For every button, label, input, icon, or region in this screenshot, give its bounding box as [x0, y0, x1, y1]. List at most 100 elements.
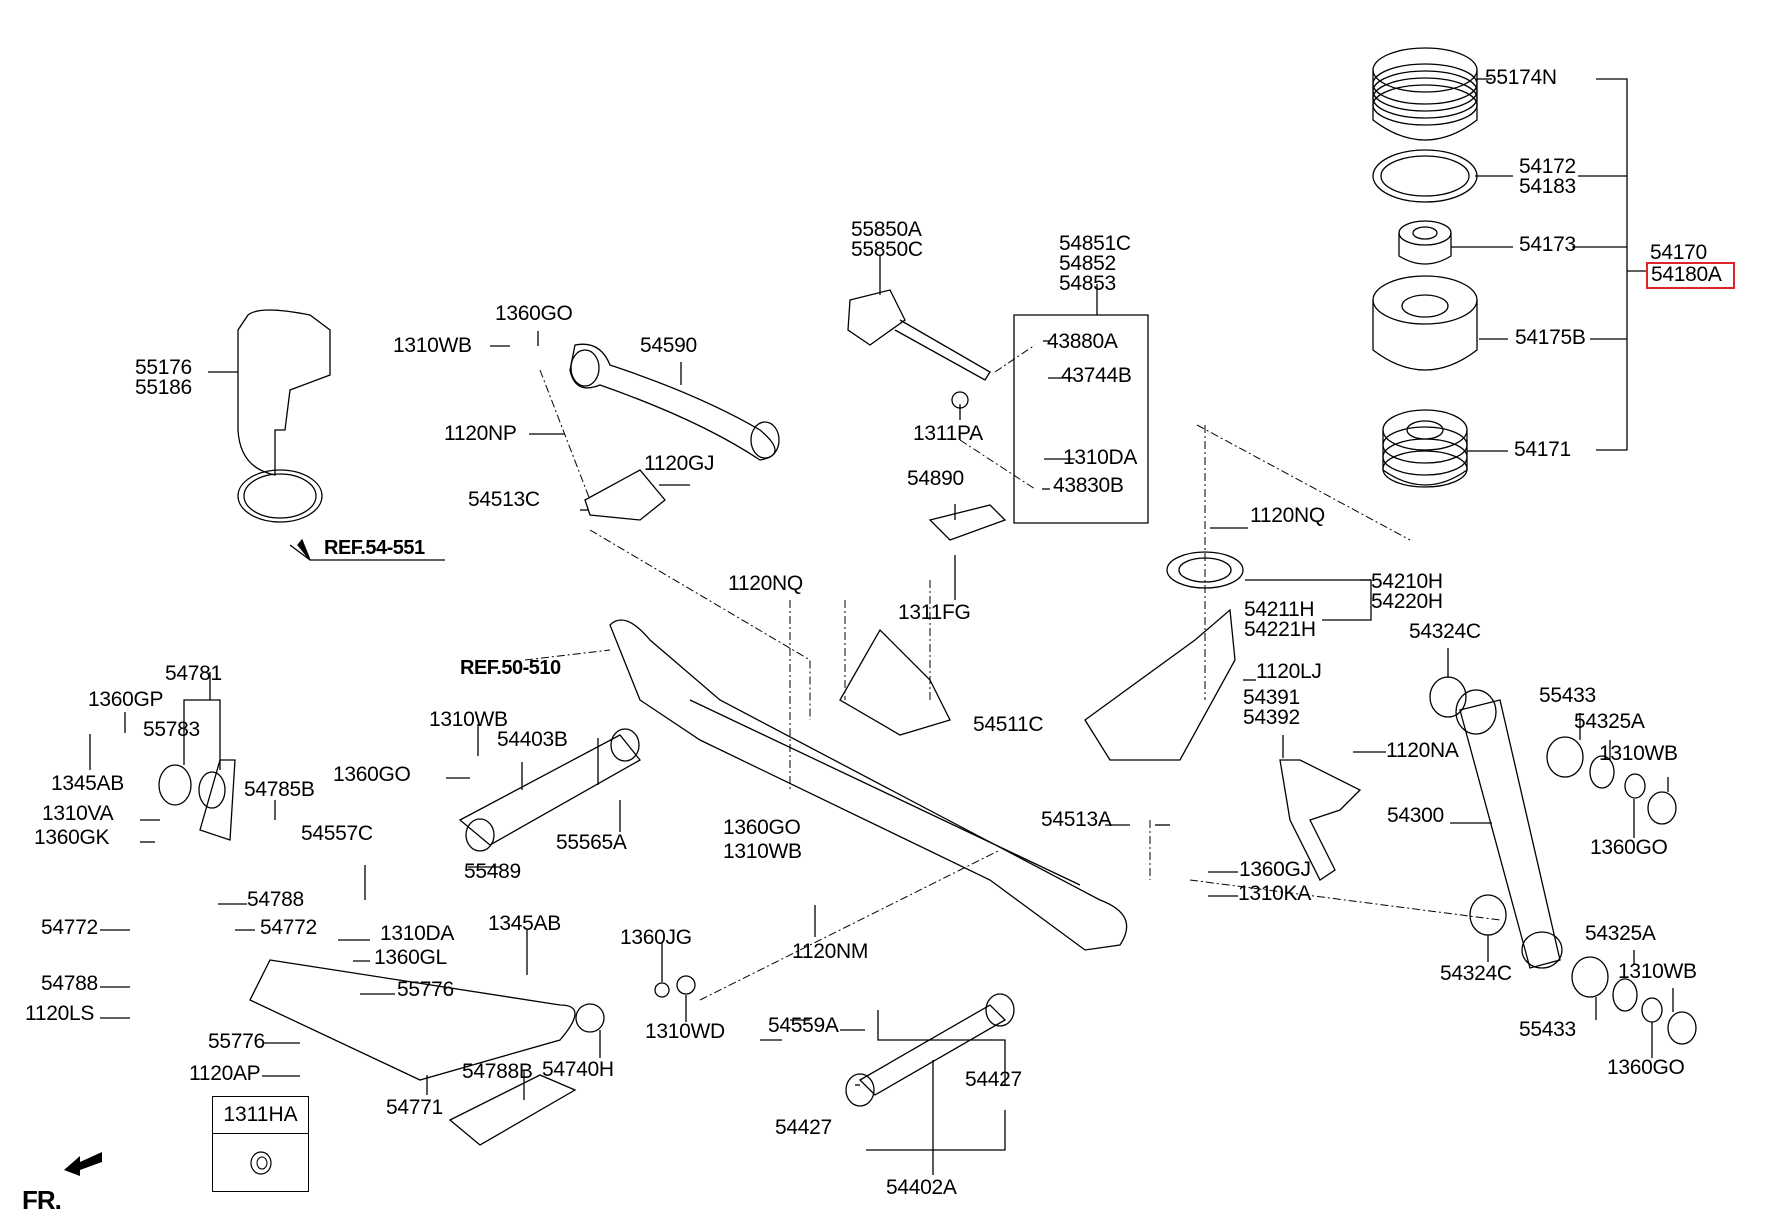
- part-label-54391-54392[interactable]: 54391 54392: [1243, 686, 1300, 729]
- bracket-54513c: [585, 470, 665, 520]
- part-label-55489[interactable]: 55489: [464, 860, 521, 883]
- part-label-55565a[interactable]: 55565A: [556, 831, 627, 854]
- part-label-1360gl[interactable]: 1360GL: [374, 946, 447, 969]
- part-label-54771[interactable]: 54771: [386, 1096, 443, 1119]
- part-label-54180a[interactable]: 54180A: [1651, 263, 1722, 286]
- reference-label-50-510[interactable]: REF.50-510: [460, 657, 561, 679]
- part-label-1310wd[interactable]: 1310WD: [645, 1020, 725, 1043]
- part-label-1310wb-d[interactable]: 1310WB: [429, 708, 508, 731]
- part-label-54402a[interactable]: 54402A: [886, 1176, 957, 1199]
- part-label-54324c-b[interactable]: 54324C: [1440, 962, 1512, 985]
- part-label-1360go-a[interactable]: 1360GO: [495, 302, 573, 325]
- front-direction-label: FR.: [22, 1185, 62, 1215]
- part-label-1360go-b[interactable]: 1360GO: [1590, 836, 1668, 859]
- part-label-1120gj[interactable]: 1120GJ: [644, 452, 715, 475]
- part-label-54513a[interactable]: 54513A: [1041, 808, 1112, 831]
- part-label-1311fg[interactable]: 1311FG: [898, 601, 971, 624]
- part-label-55850a-c[interactable]: 55850A 55850C: [851, 218, 923, 261]
- ref-54-551-leader: [290, 545, 445, 560]
- part-label-1120nq-a[interactable]: 1120NQ: [728, 572, 803, 595]
- part-label-54772-a[interactable]: 54772: [41, 916, 98, 939]
- part-label-55176-55186[interactable]: 55176 55186: [135, 356, 192, 399]
- part-label-54324c-a[interactable]: 54324C: [1409, 620, 1481, 643]
- part-label-54325a-b[interactable]: 54325A: [1585, 922, 1656, 945]
- part-label-1120np[interactable]: 1120NP: [444, 422, 517, 445]
- part-label-54427-a[interactable]: 54427: [965, 1068, 1022, 1091]
- part-label-54557c[interactable]: 54557C: [301, 822, 373, 845]
- bushing: [199, 772, 225, 808]
- part-label-1310wb-a[interactable]: 1310WB: [393, 334, 472, 357]
- part-label-54559a[interactable]: 54559A: [768, 1014, 839, 1037]
- part-label-1310wb-c[interactable]: 1310WB: [1618, 960, 1697, 983]
- dash-line: [960, 440, 1035, 489]
- part-label-1345ab-b[interactable]: 1345AB: [488, 912, 561, 935]
- part-label-1360jg[interactable]: 1360JG: [620, 926, 692, 949]
- part-label-54173[interactable]: 54173: [1519, 233, 1576, 256]
- leader-line: [184, 672, 210, 765]
- part-label-43744b[interactable]: 43744B: [1061, 364, 1132, 387]
- lateral-arm-54403b: [460, 735, 640, 845]
- part-label-55776-b[interactable]: 55776: [208, 1030, 265, 1053]
- part-label-1345ab-a[interactable]: 1345AB: [51, 772, 124, 795]
- part-label-54403b[interactable]: 54403B: [497, 728, 568, 751]
- part-label-1310da-b[interactable]: 1310DA: [380, 922, 455, 945]
- part-label-54781[interactable]: 54781: [165, 662, 222, 685]
- highlighted-part-box: [1646, 262, 1735, 289]
- part-label-1360gj[interactable]: 1360GJ: [1239, 858, 1311, 881]
- part-label-55776-a[interactable]: 55776: [397, 978, 454, 1001]
- part-label-55433-b[interactable]: 55433: [1519, 1018, 1576, 1041]
- part-label-43830b[interactable]: 43830B: [1053, 474, 1124, 497]
- nut-icon: [243, 1145, 279, 1181]
- part-label-1310wb-e[interactable]: 1310WB: [723, 840, 802, 863]
- part-label-54210h-54220h[interactable]: 54210H 54220H: [1371, 570, 1443, 613]
- bump-stop-hole: [1413, 227, 1437, 239]
- part-label-54890[interactable]: 54890: [907, 467, 964, 490]
- part-label-1310da-a[interactable]: 1310DA: [1063, 446, 1138, 469]
- air-bellows-rib: [1383, 451, 1467, 487]
- part-label-54211h-54221h[interactable]: 54211H 54221H: [1244, 598, 1316, 641]
- part-label-54788-b[interactable]: 54788: [41, 972, 98, 995]
- part-label-1120ls[interactable]: 1120LS: [25, 1002, 95, 1025]
- part-label-1310va[interactable]: 1310VA: [42, 802, 114, 825]
- inset-box-1311HA[interactable]: 1311HA: [212, 1096, 309, 1192]
- part-label-54851c-54853[interactable]: 54851C 54852 54853: [1059, 232, 1131, 295]
- part-label-54740h[interactable]: 54740H: [542, 1058, 614, 1081]
- part-label-1120na[interactable]: 1120NA: [1386, 739, 1459, 762]
- part-label-43880a[interactable]: 43880A: [1047, 330, 1118, 353]
- part-label-1311pa[interactable]: 1311PA: [913, 422, 983, 445]
- part-label-54788b[interactable]: 54788B: [462, 1060, 533, 1083]
- part-label-54325a-a[interactable]: 54325A: [1574, 710, 1645, 733]
- part-label-1310wb-b[interactable]: 1310WB: [1599, 742, 1678, 765]
- retainer-plate-inner: [1381, 156, 1469, 196]
- bracket-54211h: [1085, 610, 1235, 760]
- reference-label-54-551[interactable]: REF.54-551: [324, 537, 425, 559]
- part-label-54772-b[interactable]: 54772: [260, 916, 317, 939]
- part-label-1120nq-b[interactable]: 1120NQ: [1250, 504, 1325, 527]
- part-label-54171[interactable]: 54171: [1514, 438, 1571, 461]
- part-label-54170[interactable]: 54170: [1650, 241, 1707, 264]
- part-label-54300[interactable]: 54300: [1387, 804, 1444, 827]
- part-label-55174n[interactable]: 55174N: [1485, 66, 1557, 89]
- part-label-1360gk[interactable]: 1360GK: [34, 826, 110, 849]
- part-label-55783[interactable]: 55783: [143, 718, 200, 741]
- part-label-54785b[interactable]: 54785B: [244, 778, 315, 801]
- part-label-1120lj[interactable]: 1120LJ: [1256, 660, 1322, 683]
- dash-line: [540, 370, 590, 500]
- part-label-54427-b[interactable]: 54427: [775, 1116, 832, 1139]
- part-label-55433-a[interactable]: 55433: [1539, 684, 1596, 707]
- bushing: [751, 422, 779, 458]
- part-label-1360go-e[interactable]: 1360GO: [723, 816, 801, 839]
- part-label-54511c[interactable]: 54511C: [973, 713, 1044, 736]
- part-label-54788-a[interactable]: 54788: [247, 888, 304, 911]
- part-label-1360go-d[interactable]: 1360GO: [333, 763, 411, 786]
- part-label-1120nm[interactable]: 1120NM: [792, 940, 869, 963]
- part-label-54175b[interactable]: 54175B: [1515, 326, 1586, 349]
- part-label-54513c[interactable]: 54513C: [468, 488, 540, 511]
- part-label-54590[interactable]: 54590: [640, 334, 697, 357]
- part-label-1310ka[interactable]: 1310KA: [1238, 882, 1311, 905]
- part-label-54172-54183[interactable]: 54172 54183: [1519, 155, 1576, 198]
- part-label-1360gp[interactable]: 1360GP: [88, 688, 164, 711]
- part-label-1360go-c[interactable]: 1360GO: [1607, 1056, 1685, 1079]
- part-label-1120ap[interactable]: 1120AP: [189, 1062, 261, 1085]
- bushing-55433: [1572, 957, 1608, 997]
